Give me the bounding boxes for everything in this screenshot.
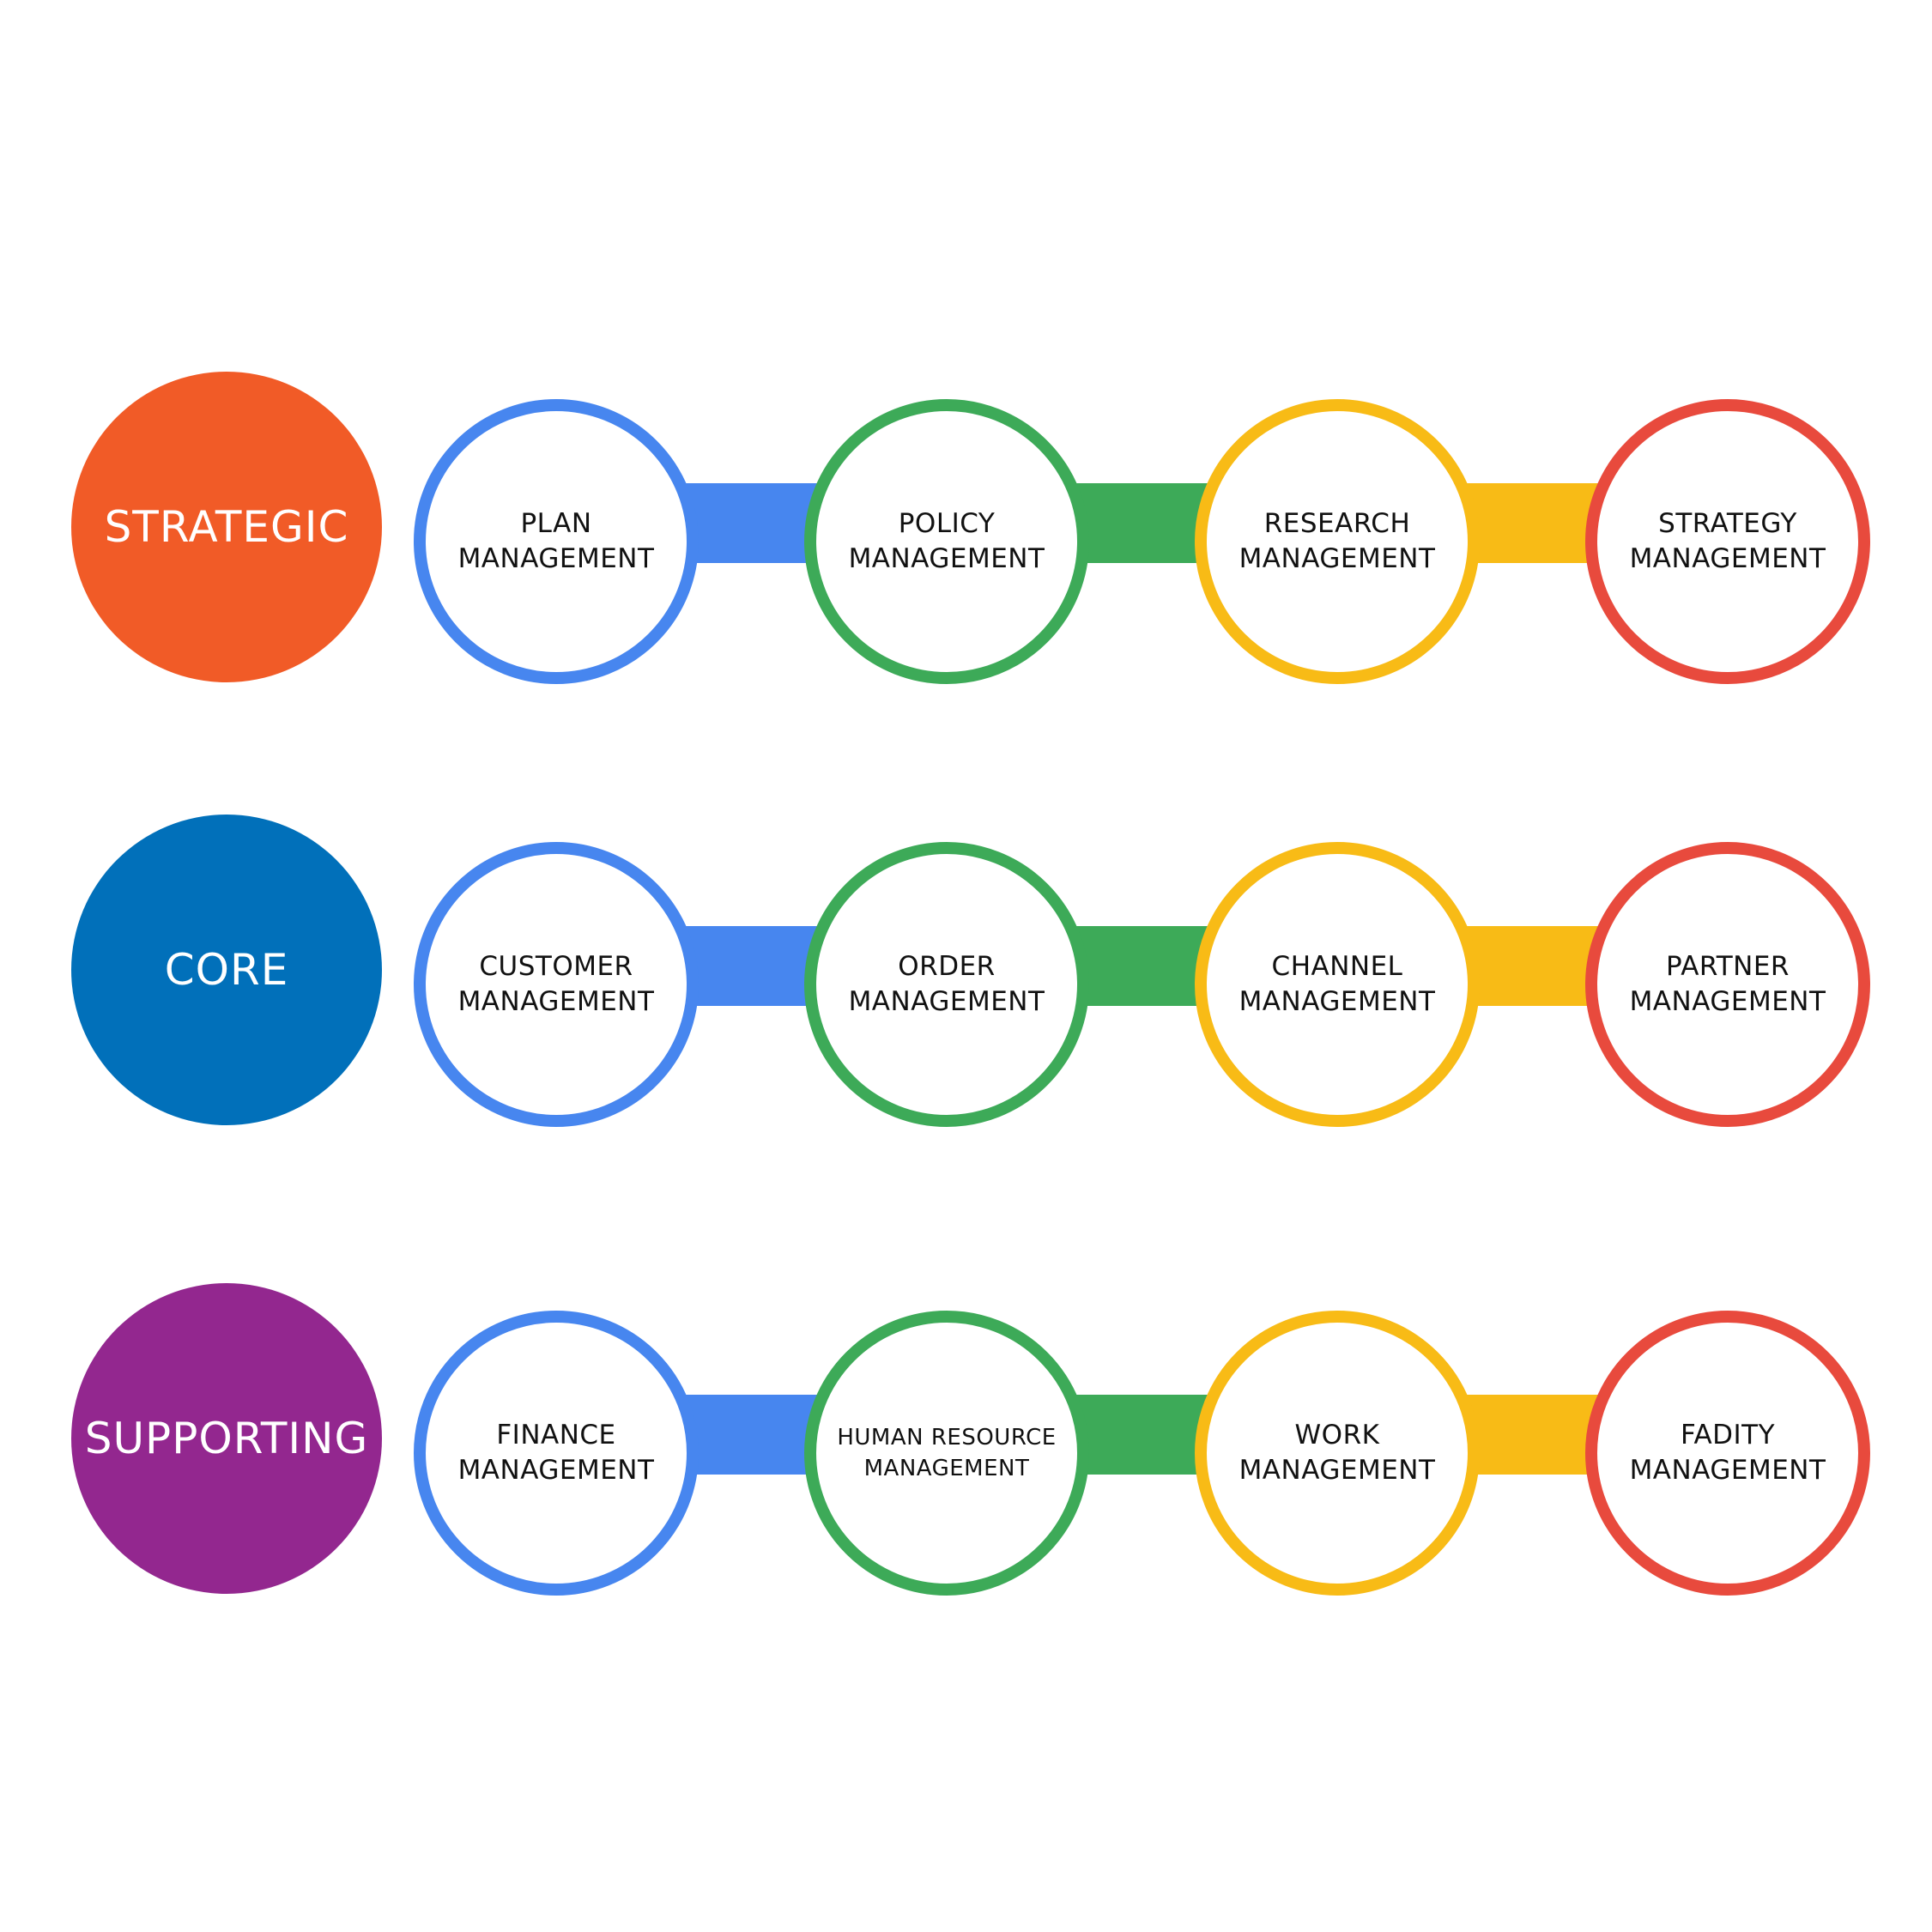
node-label: CUSTOMER MANAGEMENT — [457, 951, 655, 1017]
node-label: PLAN MANAGEMENT — [457, 508, 655, 574]
node-strategy-management: STRATEGY MANAGEMENT — [1585, 399, 1870, 684]
category-label: SUPPORTING — [84, 1414, 369, 1463]
category-core: CORE — [71, 815, 382, 1125]
node-label: RESEARCH MANAGEMENT — [1239, 508, 1436, 574]
category-label: STRATEGIC — [104, 502, 349, 552]
node-label: FADITY MANAGEMENT — [1629, 1420, 1826, 1486]
node-label: CHANNEL MANAGEMENT — [1239, 951, 1436, 1017]
row-strategic: STRATEGIC PLAN MANAGEMENT POLICY MANAGEM… — [0, 372, 1932, 689]
node-label: FINANCE MANAGEMENT — [457, 1420, 655, 1486]
row-supporting: SUPPORTING FINANCE MANAGEMENT HUMAN RESO… — [0, 1283, 1932, 1601]
node-channel-management: CHANNEL MANAGEMENT — [1195, 842, 1480, 1127]
node-fadity-management: FADITY MANAGEMENT — [1585, 1311, 1870, 1596]
node-order-management: ORDER MANAGEMENT — [804, 842, 1089, 1127]
node-customer-management: CUSTOMER MANAGEMENT — [414, 842, 699, 1127]
row-core: CORE CUSTOMER MANAGEMENT ORDER MANAGEMEN… — [0, 815, 1932, 1132]
category-label: CORE — [164, 945, 289, 995]
node-label: STRATEGY MANAGEMENT — [1629, 508, 1826, 574]
node-plan-management: PLAN MANAGEMENT — [414, 399, 699, 684]
node-label: WORK MANAGEMENT — [1239, 1420, 1436, 1486]
node-research-management: RESEARCH MANAGEMENT — [1195, 399, 1480, 684]
node-label: PARTNER MANAGEMENT — [1629, 951, 1826, 1017]
node-label: ORDER MANAGEMENT — [848, 951, 1045, 1017]
node-human-resource-management: HUMAN RESOURCE MANAGEMENT — [804, 1311, 1089, 1596]
node-label: HUMAN RESOURCE MANAGEMENT — [837, 1425, 1057, 1481]
category-supporting: SUPPORTING — [71, 1283, 382, 1594]
node-finance-management: FINANCE MANAGEMENT — [414, 1311, 699, 1596]
node-work-management: WORK MANAGEMENT — [1195, 1311, 1480, 1596]
category-strategic: STRATEGIC — [71, 372, 382, 682]
node-policy-management: POLICY MANAGEMENT — [804, 399, 1089, 684]
node-partner-management: PARTNER MANAGEMENT — [1585, 842, 1870, 1127]
node-label: POLICY MANAGEMENT — [848, 508, 1045, 574]
